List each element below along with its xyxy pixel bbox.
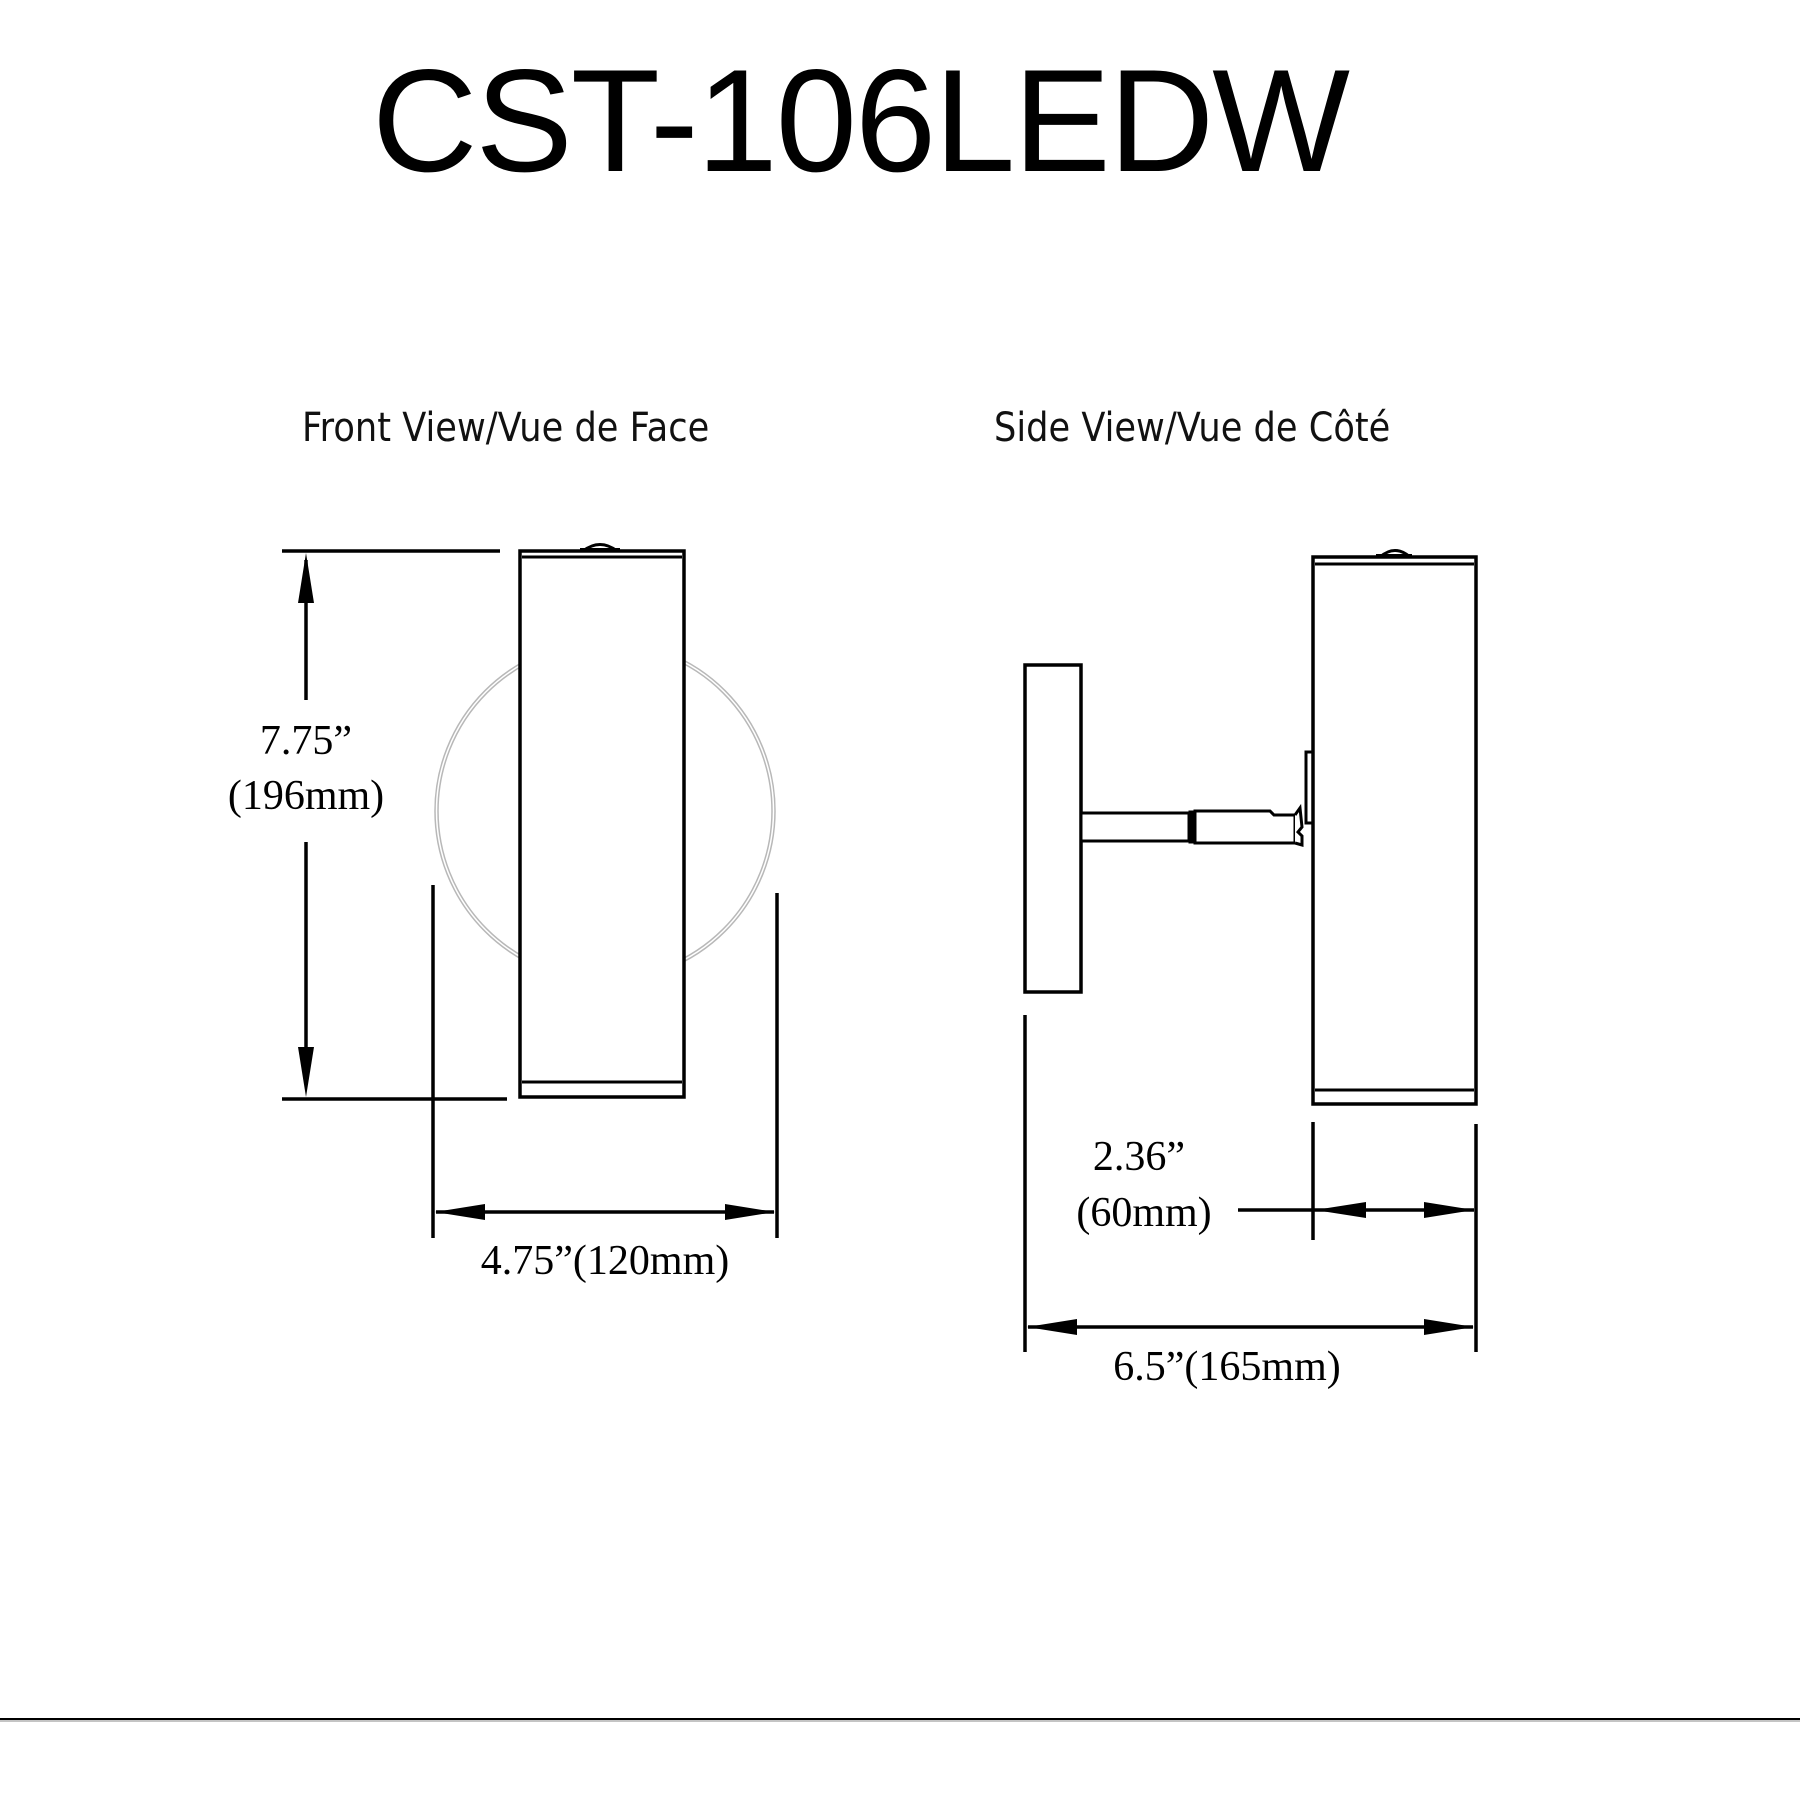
product-title: CST-106LEDW <box>372 39 1350 202</box>
side-extension-label: 6.5”(165mm) <box>1113 1344 1341 1390</box>
front-width-label: 4.75”(120mm) <box>480 1238 730 1284</box>
side-view-drawing <box>1023 549 1478 1352</box>
arm-sleeve <box>1193 809 1297 845</box>
front-view-drawing <box>282 543 779 1238</box>
arm <box>1079 811 1191 843</box>
bottom-rule <box>0 1718 1800 1722</box>
front-height-inches: 7.75” <box>259 718 353 764</box>
side-view-label: Side View/Vue de Côté <box>994 405 1391 451</box>
front-view-label: Front View/Vue de Face <box>302 405 710 451</box>
backplate <box>1023 663 1083 994</box>
side-depth-mm: (60mm) <box>1076 1190 1212 1236</box>
fixture-body-front <box>518 549 686 1099</box>
side-depth-inches: 2.36” <box>1092 1134 1186 1180</box>
front-height-mm: (196mm) <box>227 773 385 819</box>
fixture-body-side <box>1311 555 1478 1106</box>
